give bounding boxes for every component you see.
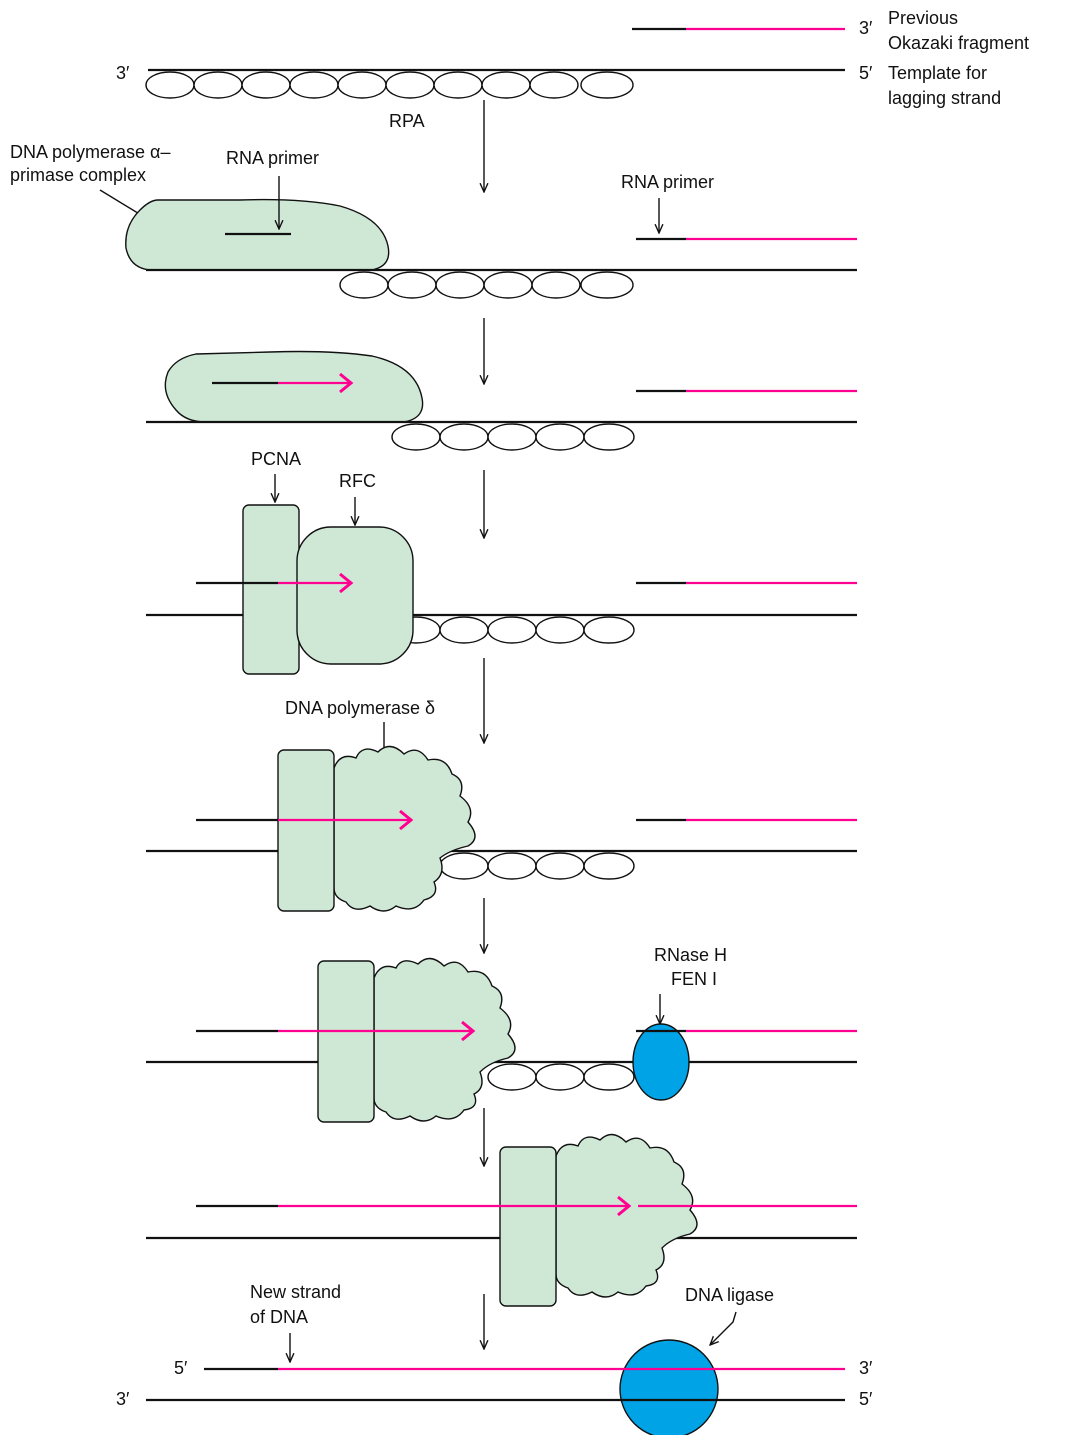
rpa-protein (529, 71, 579, 99)
rpa-protein (385, 71, 435, 99)
rpa-protein (535, 852, 585, 880)
label-rna-primer-left: RNA primer (226, 148, 319, 168)
label-previous: Previous (888, 8, 958, 28)
label-fen1: FEN I (671, 969, 717, 989)
rpa-protein (339, 271, 389, 299)
rfc-complex (296, 526, 414, 665)
label-new-strand: New strand (250, 1282, 341, 1302)
synthesis-direction-arrowhead (617, 1195, 632, 1217)
dna-polymerase-delta (373, 957, 516, 1122)
rpa-protein (583, 1063, 635, 1091)
label-template-for: Template for (888, 63, 987, 83)
rpa-protein (483, 271, 533, 299)
label-top-3prime: 3′ (116, 63, 130, 83)
label-lagging-strand: lagging strand (888, 88, 1001, 108)
stage-7 (146, 1133, 857, 1307)
rpa-protein (487, 1063, 537, 1091)
label-pol-alpha-line1: DNA polymerase α– (10, 142, 170, 162)
rpa-protein (391, 423, 441, 451)
label-bottom-3prime-right: 3′ (859, 1358, 873, 1378)
stage-4: PCNA RFC (146, 449, 857, 675)
rpa-protein (583, 616, 635, 644)
label-bottom-3prime-left: 3′ (116, 1389, 130, 1409)
rpa-cluster-2 (339, 271, 634, 299)
label-bottom-5prime-left: 5′ (174, 1358, 188, 1378)
rpa-protein (583, 423, 635, 451)
rpa-protein (487, 616, 537, 644)
pcna-clamp (242, 504, 300, 675)
rpa-protein (535, 1063, 585, 1091)
label-okazaki-fragment: Okazaki fragment (888, 33, 1029, 53)
label-pol-alpha-line2: primase complex (10, 165, 146, 185)
rpa-cluster-5 (439, 852, 635, 880)
rpa-protein (289, 71, 339, 99)
rpa-protein (241, 71, 291, 99)
synthesis-direction-arrowhead (461, 1020, 476, 1042)
rpa-protein (337, 71, 387, 99)
pcna-clamp (277, 749, 335, 912)
rpa-protein (580, 71, 634, 99)
rpa-protein (583, 852, 635, 880)
label-dna-ligase: DNA ligase (685, 1285, 774, 1305)
rpa-cluster-6 (487, 1063, 635, 1091)
rpa-protein (535, 616, 585, 644)
rpa-protein (481, 71, 531, 99)
rpa-protein (439, 423, 489, 451)
rpa-cluster-1 (145, 71, 634, 99)
rpa-protein (580, 271, 634, 299)
rpa-cluster-3 (391, 423, 635, 451)
stage-6: RNase H FEN I (146, 945, 857, 1123)
pcna-clamp (317, 960, 375, 1123)
stage-5: DNA polymerase δ (146, 698, 857, 912)
pcna-clamp (499, 1146, 557, 1307)
label-pcna: PCNA (251, 449, 301, 469)
synthesis-direction-arrowhead (339, 572, 354, 594)
label-pol-delta: DNA polymerase δ (285, 698, 435, 718)
rpa-protein (439, 616, 489, 644)
rpa-protein (487, 423, 537, 451)
synthesis-direction-arrowhead (339, 372, 354, 394)
stage-2: DNA polymerase α– primase complex RNA pr… (10, 142, 857, 299)
rnase-h-fen1-enzyme (632, 1023, 690, 1101)
label-rpa: RPA (389, 111, 425, 131)
label-rna-primer-right: RNA primer (621, 172, 714, 192)
stage-8: New strand of DNA DNA ligase 5′ 3′ 3′ 5′ (116, 1282, 873, 1435)
rpa-protein (531, 271, 581, 299)
label-prev-frag-3prime: 3′ (859, 18, 873, 38)
dna-polymerase-delta (555, 1133, 698, 1298)
dna-ligase-enzyme (619, 1339, 719, 1435)
rpa-protein (145, 71, 195, 99)
label-bottom-5prime-right: 5′ (859, 1389, 873, 1409)
stage-3 (146, 350, 857, 451)
pol-alpha-primase-complex (164, 350, 424, 423)
dna-ligase-pointer (710, 1311, 737, 1345)
rpa-protein (433, 71, 483, 99)
rpa-protein (535, 423, 585, 451)
rpa-cluster-4 (391, 616, 635, 644)
rpa-protein (435, 271, 485, 299)
rpa-protein (487, 852, 537, 880)
rpa-protein (439, 852, 489, 880)
label-rfc: RFC (339, 471, 376, 491)
label-rnase-h: RNase H (654, 945, 727, 965)
label-template-5prime: 5′ (859, 63, 873, 83)
rpa-protein (193, 71, 243, 99)
rpa-protein (387, 271, 437, 299)
synthesis-direction-arrowhead (399, 809, 414, 831)
stage-1: 3′ 3′ Previous Okazaki fragment 5′ Templ… (116, 8, 1029, 131)
label-of-dna: of DNA (250, 1307, 308, 1327)
dna-polymerase-delta (333, 745, 476, 912)
